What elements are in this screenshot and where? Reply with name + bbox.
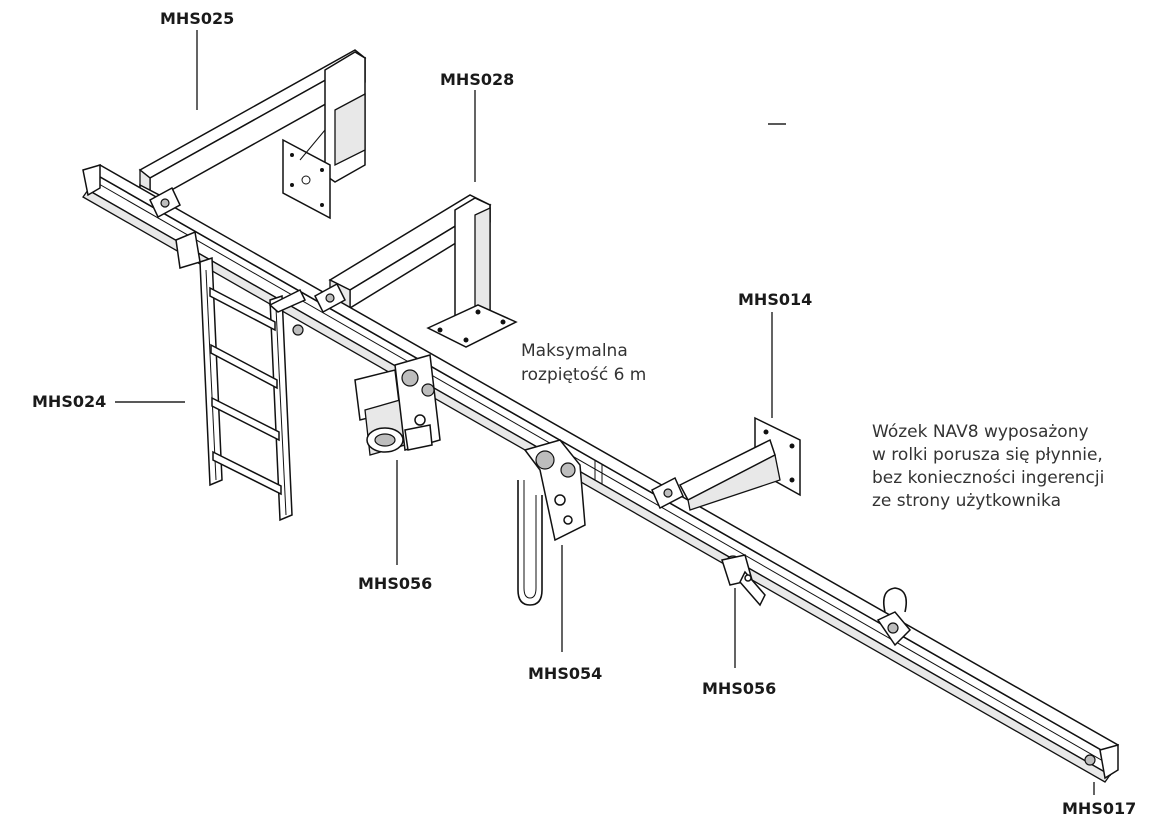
mhs056-motor-trolley (354, 354, 441, 456)
label-mhs025: MHS025 (160, 9, 234, 28)
trolley-note-line1: Wózek NAV8 wyposażony (872, 422, 1089, 442)
label-mhs056-left: MHS056 (358, 574, 432, 593)
trolley-note-line2: w rolki porusza się płynnie, (872, 445, 1103, 465)
trolley-note-line3: bez konieczności ingerencji (872, 468, 1104, 488)
mhs025-wall-bracket (138, 49, 367, 220)
span-note-line2: rozpiętość 6 m (521, 365, 646, 385)
leader-lines (115, 30, 1095, 795)
trolley-note-line4: ze strony użytkownika (872, 491, 1061, 511)
label-mhs028: MHS028 (440, 70, 514, 89)
label-mhs054: MHS054 (528, 664, 602, 683)
mhs056-small-trolley (721, 554, 766, 607)
span-note-line1: Maksymalna (521, 341, 628, 361)
label-mhs024: MHS024 (32, 392, 106, 411)
mhs017-anchor (876, 587, 912, 647)
rail-clamps (149, 186, 684, 510)
mhs014-wall-bracket (678, 416, 801, 511)
label-mhs056-right: MHS056 (702, 679, 776, 698)
mhs028-portal-bracket (328, 194, 518, 348)
main-rail (82, 163, 1120, 783)
mhs054-trolley (517, 439, 586, 606)
label-mhs017: MHS017 (1062, 799, 1136, 818)
label-mhs014: MHS014 (738, 290, 812, 309)
mhs024-ladder (175, 230, 307, 522)
